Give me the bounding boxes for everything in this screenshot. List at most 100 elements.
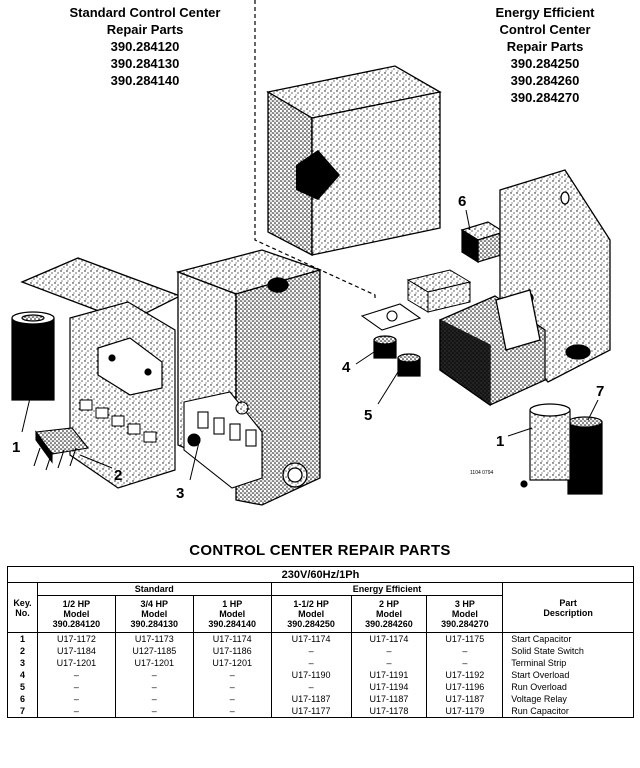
energy-model-1: 390.284250: [510, 56, 580, 71]
callout-3: 3: [176, 485, 184, 502]
description-header-line1: Part: [559, 597, 577, 608]
model-column-model: 390.284120: [52, 619, 101, 629]
model-column-label: Model: [63, 609, 90, 619]
description-header-line2: Description: [543, 607, 593, 618]
callout-1-left: 1: [12, 439, 20, 456]
part-number: U17-1186: [192, 645, 272, 657]
parts-table-title: CONTROL CENTER REPAIR PARTS: [189, 542, 451, 559]
part-description: Terminal Strip: [502, 657, 634, 669]
key-number: 6: [7, 693, 38, 705]
part-number: U17-1201: [192, 657, 272, 669]
part-description: Run Overload: [502, 681, 634, 693]
part-number: –: [426, 645, 504, 657]
drawing-code: 1104 0794: [470, 470, 493, 476]
model-column-hp: 1-1/2 HP: [293, 599, 329, 609]
start-capacitor-right: [520, 403, 571, 488]
part-number: U17-1201: [36, 657, 116, 669]
part-number: –: [350, 657, 428, 669]
part-number: U17-1201: [114, 657, 194, 669]
energy-terminal-block: [406, 269, 472, 313]
part-description: Start Capacitor: [502, 632, 634, 645]
standard-model-3: 390.284140: [110, 73, 180, 88]
callout-2: 2: [114, 467, 122, 484]
model-column-label: Model: [298, 609, 325, 619]
part-number: U17-1184: [36, 645, 116, 657]
part-description: Start Overload: [502, 669, 634, 681]
part-number: U17-1187: [350, 693, 428, 705]
part-number: –: [114, 705, 194, 718]
part-number: U17-1175: [426, 632, 504, 645]
model-column-model: 390.284130: [130, 619, 179, 629]
energy-efficient-cover: [266, 65, 442, 257]
separator-dashed-line: [254, 0, 376, 300]
start-overload: [373, 335, 397, 359]
energy-header-line2: Control Center: [499, 22, 591, 37]
leader-lines: [21, 209, 599, 481]
key-header: Key. No.: [7, 582, 38, 633]
model-column-label: Model: [451, 609, 478, 619]
model-column-hp: 3 HP: [454, 599, 475, 609]
part-number: –: [350, 645, 428, 657]
model-column-label: Model: [375, 609, 402, 619]
energy-efficient-box: [439, 169, 611, 407]
energy-efficient-header: Energy Efficient Control Center Repair P…: [455, 4, 635, 106]
model-column-hp: 3/4 HP: [140, 599, 169, 609]
standard-model-2: 390.284130: [110, 56, 180, 71]
solid-state-switch: [33, 427, 90, 471]
model-column-model: 390.284250: [287, 619, 335, 629]
start-capacitor-left: [11, 311, 55, 401]
energy-model-2: 390.284260: [510, 73, 580, 88]
model-column-hp: 1/2 HP: [62, 599, 91, 609]
callout-6: 6: [458, 193, 466, 210]
standard-header-line2: Repair Parts: [106, 22, 184, 37]
overload-bracket: [360, 303, 422, 331]
part-number: –: [270, 645, 352, 657]
callout-5: 5: [364, 407, 372, 424]
key-number: 1: [7, 632, 38, 645]
part-number: U17-1191: [350, 669, 428, 681]
standard-header-line1: Standard Control Center: [69, 5, 221, 20]
part-number: –: [192, 681, 272, 693]
part-number: U17-1196: [426, 681, 504, 693]
standard-header: Standard Control Center Repair Parts 390…: [40, 4, 250, 89]
part-number: U127-1185: [114, 645, 194, 657]
part-number: U17-1192: [426, 669, 504, 681]
part-number: U17-1174: [350, 632, 428, 645]
part-description: Run Capacitor: [502, 705, 634, 718]
energy-model-3: 390.284270: [510, 90, 580, 105]
part-number: –: [270, 657, 352, 669]
part-number: –: [36, 681, 116, 693]
part-number: U17-1174: [192, 632, 272, 645]
key-number: 4: [7, 669, 38, 681]
key-number: 7: [7, 705, 38, 718]
part-number: U17-1174: [270, 632, 352, 645]
part-number: U17-1190: [270, 669, 352, 681]
standard-model-1: 390.284120: [110, 39, 180, 54]
run-overload: [397, 353, 421, 377]
model-column-model: 390.284260: [365, 619, 413, 629]
part-number: –: [114, 693, 194, 705]
energy-header-line1: Energy Efficient: [495, 5, 595, 20]
standard-terminals: [79, 399, 157, 443]
model-column-model: 390.284270: [441, 619, 489, 629]
part-number: –: [36, 669, 116, 681]
callout-1-right: 1: [496, 433, 504, 450]
part-number: –: [36, 705, 116, 718]
part-number: –: [192, 693, 272, 705]
part-number: U17-1173: [114, 632, 194, 645]
part-number: U17-1187: [270, 693, 352, 705]
part-description: Voltage Relay: [502, 693, 634, 705]
standard-mounting-panel: [69, 301, 176, 489]
